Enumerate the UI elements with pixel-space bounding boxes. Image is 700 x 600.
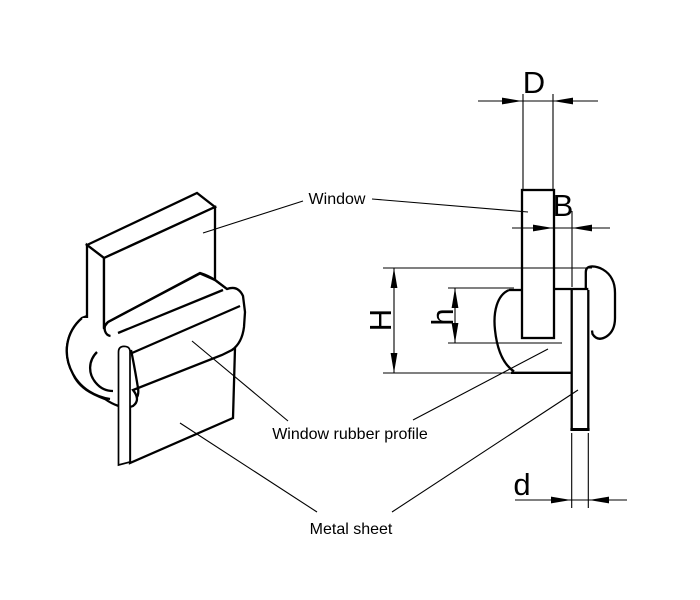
label-metal-sheet: Metal sheet [310, 521, 393, 538]
leader-window-left [202, 200, 304, 234]
rubber-bulge-outer-edge [65, 317, 111, 401]
rubber-bulge-inner-edge [88, 351, 114, 393]
dimensions: D B H h d [363, 65, 627, 508]
rubber-lip-edge-on-glass [107, 271, 228, 324]
dim-d-extension-lines [571, 433, 589, 508]
dim-h-arrow-top [451, 288, 459, 308]
dim-H-arrow-bottom [390, 353, 398, 373]
rubber-ridge-edge [131, 304, 241, 355]
label-window: Window [309, 191, 366, 208]
dim-B-arrow-right [572, 224, 592, 232]
rubber-left-wall-section [493, 288, 515, 373]
leader-rubber-profile-left [191, 340, 289, 422]
dim-label-H: H [363, 309, 398, 331]
claw-slot-edge [129, 349, 140, 399]
dim-d-arrow-right [589, 496, 609, 504]
leader-metal-sheet-right [391, 389, 579, 513]
rubber-bulge-fill [66, 318, 131, 404]
metal-sheet-edge-strip [117, 345, 131, 467]
leader-window-right [371, 198, 529, 213]
dim-D-arrow-right [553, 97, 573, 105]
callouts: Window Window rubber profile Metal sheet [179, 191, 579, 538]
dim-label-D: D [523, 65, 545, 100]
dim-D-arrow-left [502, 97, 522, 105]
rubber-top-front-edge [117, 288, 224, 335]
dim-h-extension-lines [448, 287, 562, 344]
dim-H-arrow-top [390, 268, 398, 288]
label-rubber-profile: Window rubber profile [272, 426, 428, 443]
dim-H-extension-lines [383, 267, 592, 374]
leader-metal-sheet-left [179, 422, 318, 513]
isometric-view [65, 191, 247, 467]
dim-label-B: B [553, 188, 574, 223]
dim-d-arrow-left [551, 496, 571, 504]
dim-D-extension-lines [522, 94, 554, 189]
dim-B-arrow-left [533, 224, 553, 232]
dim-label-d: d [513, 467, 530, 502]
glass-pane-section [520, 188, 556, 340]
rubber-lip-end-curl [103, 321, 111, 338]
rubber-hood-section [584, 265, 617, 340]
leader-rubber-profile-right [412, 348, 549, 421]
dim-h-arrow-bottom [451, 323, 459, 343]
section-view [493, 188, 617, 431]
dim-label-h: h [425, 308, 460, 325]
